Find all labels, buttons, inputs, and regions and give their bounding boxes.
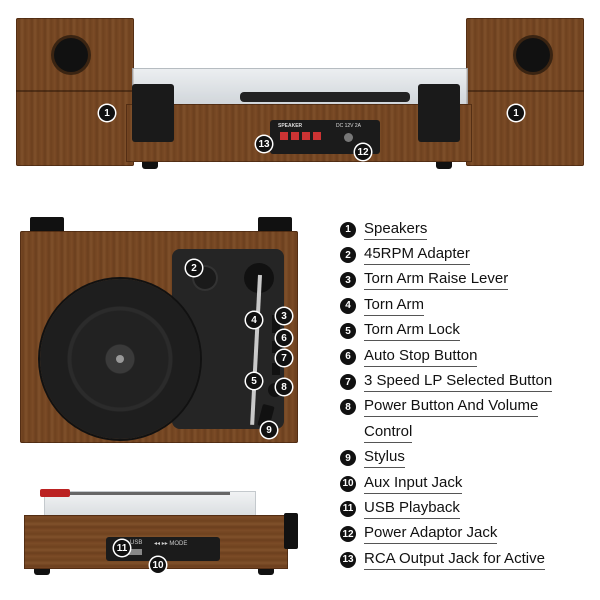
legend-label-continued: Control bbox=[364, 423, 413, 443]
legend-num: 1 bbox=[340, 221, 356, 238]
legend-item-continued: Control bbox=[340, 420, 595, 445]
badge-7: 7 bbox=[276, 350, 292, 366]
legend-num: 3 bbox=[340, 272, 356, 289]
legend-num: 6 bbox=[340, 348, 356, 365]
badge-11: 11 bbox=[114, 540, 130, 556]
legend-label: Power Button And Volume bbox=[364, 397, 539, 418]
side-arm-rod bbox=[70, 492, 230, 495]
legend-item: 5 Torn Arm Lock bbox=[340, 319, 595, 344]
legend-item: 2 45RPM Adapter bbox=[340, 242, 595, 267]
left-speaker: 1 bbox=[16, 18, 134, 166]
side-view: USB ◂◂ ▸▸ MODE bbox=[0, 475, 320, 585]
badge-1-right: 1 bbox=[508, 105, 524, 121]
badge-4: 4 bbox=[246, 312, 262, 328]
usb-port bbox=[128, 549, 142, 555]
legend-label: Auto Stop Button bbox=[364, 347, 478, 367]
legend-num: 8 bbox=[340, 399, 356, 416]
badge-3: 3 bbox=[276, 308, 292, 324]
dc-label: DC 12V 2A bbox=[336, 123, 362, 129]
legend-item: 13 RCA Output Jack for Active bbox=[340, 547, 595, 572]
speaker-label: SPEAKER bbox=[278, 123, 303, 129]
spindle bbox=[116, 355, 124, 363]
legend-label: USB Playback bbox=[364, 499, 460, 519]
legend-label: Speakers bbox=[364, 220, 428, 240]
lever bbox=[272, 315, 280, 333]
right-speaker: 1 bbox=[466, 18, 584, 166]
platter-edge bbox=[240, 92, 410, 102]
legend-item: 9 Stylus bbox=[340, 446, 595, 471]
badge-12: 12 bbox=[355, 144, 371, 160]
legend-num: 10 bbox=[340, 475, 356, 492]
badge-1-left: 1 bbox=[99, 105, 115, 121]
legend-num: 2 bbox=[340, 247, 356, 264]
speaker-port bbox=[516, 38, 550, 72]
speaker-terminals bbox=[280, 132, 322, 140]
legend-label: Stylus bbox=[364, 448, 405, 469]
legend-item: 10 Aux Input Jack bbox=[340, 471, 595, 496]
legend-item: 3 Torn Arm Raise Lever bbox=[340, 268, 595, 293]
speaker-port bbox=[54, 38, 88, 72]
legend-label: Torn Arm bbox=[364, 296, 425, 316]
hinge-left bbox=[132, 84, 174, 142]
legend-num: 12 bbox=[340, 526, 356, 543]
legend-num: 7 bbox=[340, 374, 356, 391]
legend-item: 4 Torn Arm bbox=[340, 293, 595, 318]
legend-item: 7 3 Speed LP Selected Button bbox=[340, 369, 595, 394]
badge-13: 13 bbox=[256, 136, 272, 152]
hinge-top-right bbox=[258, 217, 292, 233]
badge-9: 9 bbox=[261, 422, 277, 438]
front-view: 1 1 SPEAKER DC 12V 2A 13 12 bbox=[0, 0, 600, 180]
legend-label: 45RPM Adapter bbox=[364, 245, 470, 266]
badge-8: 8 bbox=[276, 379, 292, 395]
badge-10: 10 bbox=[150, 557, 166, 573]
legend-item: 11 USB Playback bbox=[340, 496, 595, 521]
usb-label: USB bbox=[130, 540, 143, 546]
legend-label: RCA Output Jack for Active bbox=[364, 550, 545, 570]
badge-2: 2 bbox=[186, 260, 202, 276]
auto-stop-button bbox=[272, 341, 280, 353]
legend: 1 Speakers 2 45RPM Adapter 3 Torn Arm Raise… bbox=[340, 217, 595, 572]
legend-num: 4 bbox=[340, 297, 356, 314]
legend-item: 12 Power Adaptor Jack bbox=[340, 522, 595, 547]
legend-item: 1 Speakers bbox=[340, 217, 595, 242]
legend-label: Torn Arm Raise Lever bbox=[364, 270, 509, 291]
legend-label: 3 Speed LP Selected Button bbox=[364, 372, 553, 393]
side-hinge bbox=[284, 513, 298, 549]
controls-label: ◂◂ ▸▸ MODE bbox=[154, 541, 188, 547]
speed-button bbox=[272, 363, 280, 375]
legend-item: 6 Auto Stop Button bbox=[340, 344, 595, 369]
legend-item: 8 Power Button And Volume bbox=[340, 395, 595, 420]
badge-6: 6 bbox=[276, 330, 292, 346]
legend-num: 5 bbox=[340, 323, 356, 340]
hinge-right bbox=[418, 84, 460, 142]
side-tonearm bbox=[40, 489, 70, 497]
legend-label: Power Adaptor Jack bbox=[364, 524, 498, 545]
legend-num: 9 bbox=[340, 450, 356, 467]
dc-jack bbox=[344, 133, 353, 142]
hinge-top-left bbox=[30, 217, 64, 233]
legend-num: 11 bbox=[340, 500, 356, 517]
legend-num: 13 bbox=[340, 551, 356, 568]
legend-label: Aux Input Jack bbox=[364, 474, 463, 494]
top-view: 2 bbox=[0, 205, 320, 465]
legend-label: Torn Arm Lock bbox=[364, 321, 460, 342]
badge-5: 5 bbox=[246, 373, 262, 389]
